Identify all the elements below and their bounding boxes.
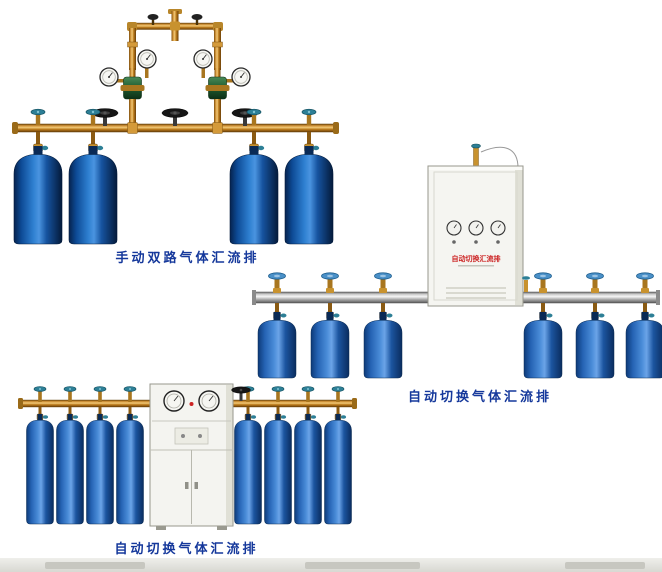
pressure-gauge-icon	[231, 67, 251, 87]
caption-auto-switch-manifold: 自动切换气体汇流排	[407, 389, 552, 404]
auto-switch-manifold-2-illustration	[18, 383, 357, 530]
gas-cylinder	[324, 413, 352, 525]
cabinet-gauges	[446, 220, 506, 244]
product-auto-switch-manifold-2	[15, 374, 360, 552]
gas-cylinder	[363, 311, 403, 379]
top-valve-assembly	[127, 9, 223, 70]
cylinder-valve-knob-icon	[301, 386, 315, 403]
cylinder-valve-knob-icon	[301, 108, 317, 126]
cylinder-valve-knob-icon	[33, 386, 47, 403]
cabinet-side-valve	[522, 276, 530, 292]
gas-cylinder	[86, 413, 114, 525]
caption-auto-switch-manifold-2: 自动切换气体汇流排	[114, 541, 259, 556]
cylinder-valve-knob-icon	[374, 272, 392, 294]
cabinet-top-pipe	[471, 143, 481, 168]
cylinder-valve-knob-icon	[586, 272, 604, 294]
gas-cylinders	[257, 311, 662, 379]
cylinder-valve-knob-icon	[268, 272, 286, 294]
cylinder-valve-knob-icon	[93, 386, 107, 403]
product-manual-dual-manifold	[8, 8, 343, 246]
gas-cylinder	[523, 311, 563, 379]
cylinder-valve-knob-icon	[271, 386, 285, 403]
manifold-handwheels	[30, 108, 317, 127]
door-handle	[185, 482, 189, 489]
gas-cylinder	[26, 413, 54, 525]
pressure-gauge-icon	[137, 49, 157, 69]
strip-blob	[45, 562, 145, 569]
gas-cylinder	[625, 311, 662, 379]
cropped-next-row-strip	[0, 558, 662, 572]
cylinder-valve-knob-icon	[331, 386, 345, 403]
control-cabinet: 自动切换汇流排	[427, 165, 524, 307]
cylinder-valve-knob-icon	[321, 272, 339, 294]
strip-blob	[565, 562, 645, 569]
gas-cylinder	[575, 311, 615, 379]
gas-cylinder	[116, 413, 144, 525]
product-auto-switch-manifold: 自动切换汇流排	[250, 142, 662, 382]
gas-cylinder	[294, 413, 322, 525]
gas-cylinder	[68, 145, 118, 245]
valve-handwheel-icon	[161, 108, 189, 127]
gas-cylinder	[13, 145, 63, 245]
shutoff-valve-knob-icon	[191, 14, 203, 25]
pressure-regulators	[99, 49, 251, 126]
strip-blob	[305, 562, 420, 569]
cylinder-valve-knob-icon	[63, 386, 77, 403]
pressure-gauge-icon	[193, 49, 213, 69]
shutoff-valve-knob-icon	[147, 14, 159, 25]
manual-dual-manifold-illustration	[12, 9, 339, 245]
caption-manual-dual-manifold: 手动双路气体汇流排	[115, 250, 260, 265]
cylinder-valve-knob-icon	[534, 272, 552, 294]
cylinder-valve-knob-icon	[636, 272, 654, 294]
pressure-gauge-icon	[99, 67, 119, 87]
control-cabinet	[149, 383, 234, 530]
cylinder-valve-knob-icon	[85, 108, 101, 126]
cylinder-valve-knob-icon	[123, 386, 137, 403]
cylinder-valve-knob-icon	[30, 108, 46, 126]
cabinet-gauges	[163, 390, 220, 412]
indicator-light-icon	[189, 402, 194, 406]
gas-cylinder	[234, 413, 262, 525]
door-handle	[194, 482, 198, 489]
sensor-cable	[480, 146, 519, 169]
auto-switch-manifold-illustration: 自动切换汇流排	[252, 143, 662, 379]
gas-cylinder	[264, 413, 292, 525]
main-manifold-pipe	[12, 122, 339, 134]
gas-regulator	[120, 68, 145, 100]
gas-cylinder	[56, 413, 84, 525]
cabinet-label: 自动切换汇流排	[452, 254, 501, 263]
gas-regulator	[205, 68, 230, 100]
gas-cylinder	[257, 311, 297, 379]
gas-cylinder	[310, 311, 350, 379]
